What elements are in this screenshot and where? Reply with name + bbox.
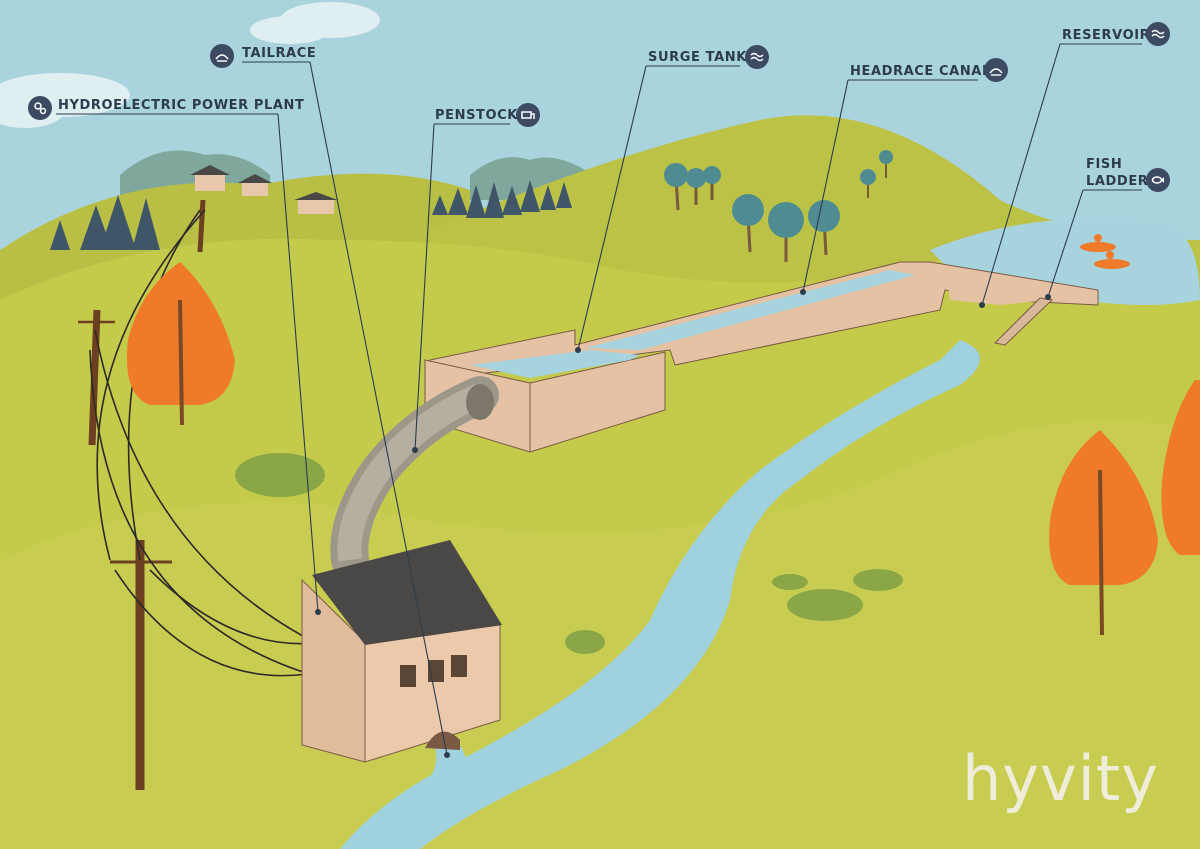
waves-icon [745, 45, 769, 69]
tailrace-label: TAILRACE [242, 46, 317, 61]
surge-tank-water [470, 350, 640, 378]
penstock-label: PENSTOCK [435, 108, 518, 123]
bushes [235, 453, 903, 654]
fish-icon [1146, 168, 1170, 192]
conifers-left [50, 195, 160, 250]
autumn-trees [126, 262, 1200, 636]
leader-lines [56, 43, 1142, 756]
houses [190, 165, 338, 214]
round-trees [664, 150, 893, 262]
dam-icon [984, 58, 1008, 82]
conifers-middle [432, 180, 572, 218]
power-plant-building [301, 540, 502, 763]
hyvity-logo: hyvity [962, 742, 1159, 815]
waves-icon [1146, 22, 1170, 46]
kayaks [1080, 234, 1130, 269]
reservoir-label: RESERVOIR [1062, 28, 1151, 43]
headrace-canal-label: HEADRACE CANAL [850, 64, 991, 79]
gears-icon [28, 96, 52, 120]
hydroelectric-power-plant-label: HYDROELECTRIC POWER PLANT [58, 98, 305, 113]
dam-icon [210, 44, 234, 68]
river [340, 340, 980, 849]
surge-tank-label: SURGE TANK [648, 50, 747, 65]
fish-ladder-label-line1: FISH [1086, 157, 1123, 172]
leader-dots [315, 289, 1051, 758]
headrace-canal-water [585, 270, 915, 350]
fish-ladder-label-line2: LADDER [1086, 174, 1149, 189]
pipe-icon [516, 103, 540, 127]
